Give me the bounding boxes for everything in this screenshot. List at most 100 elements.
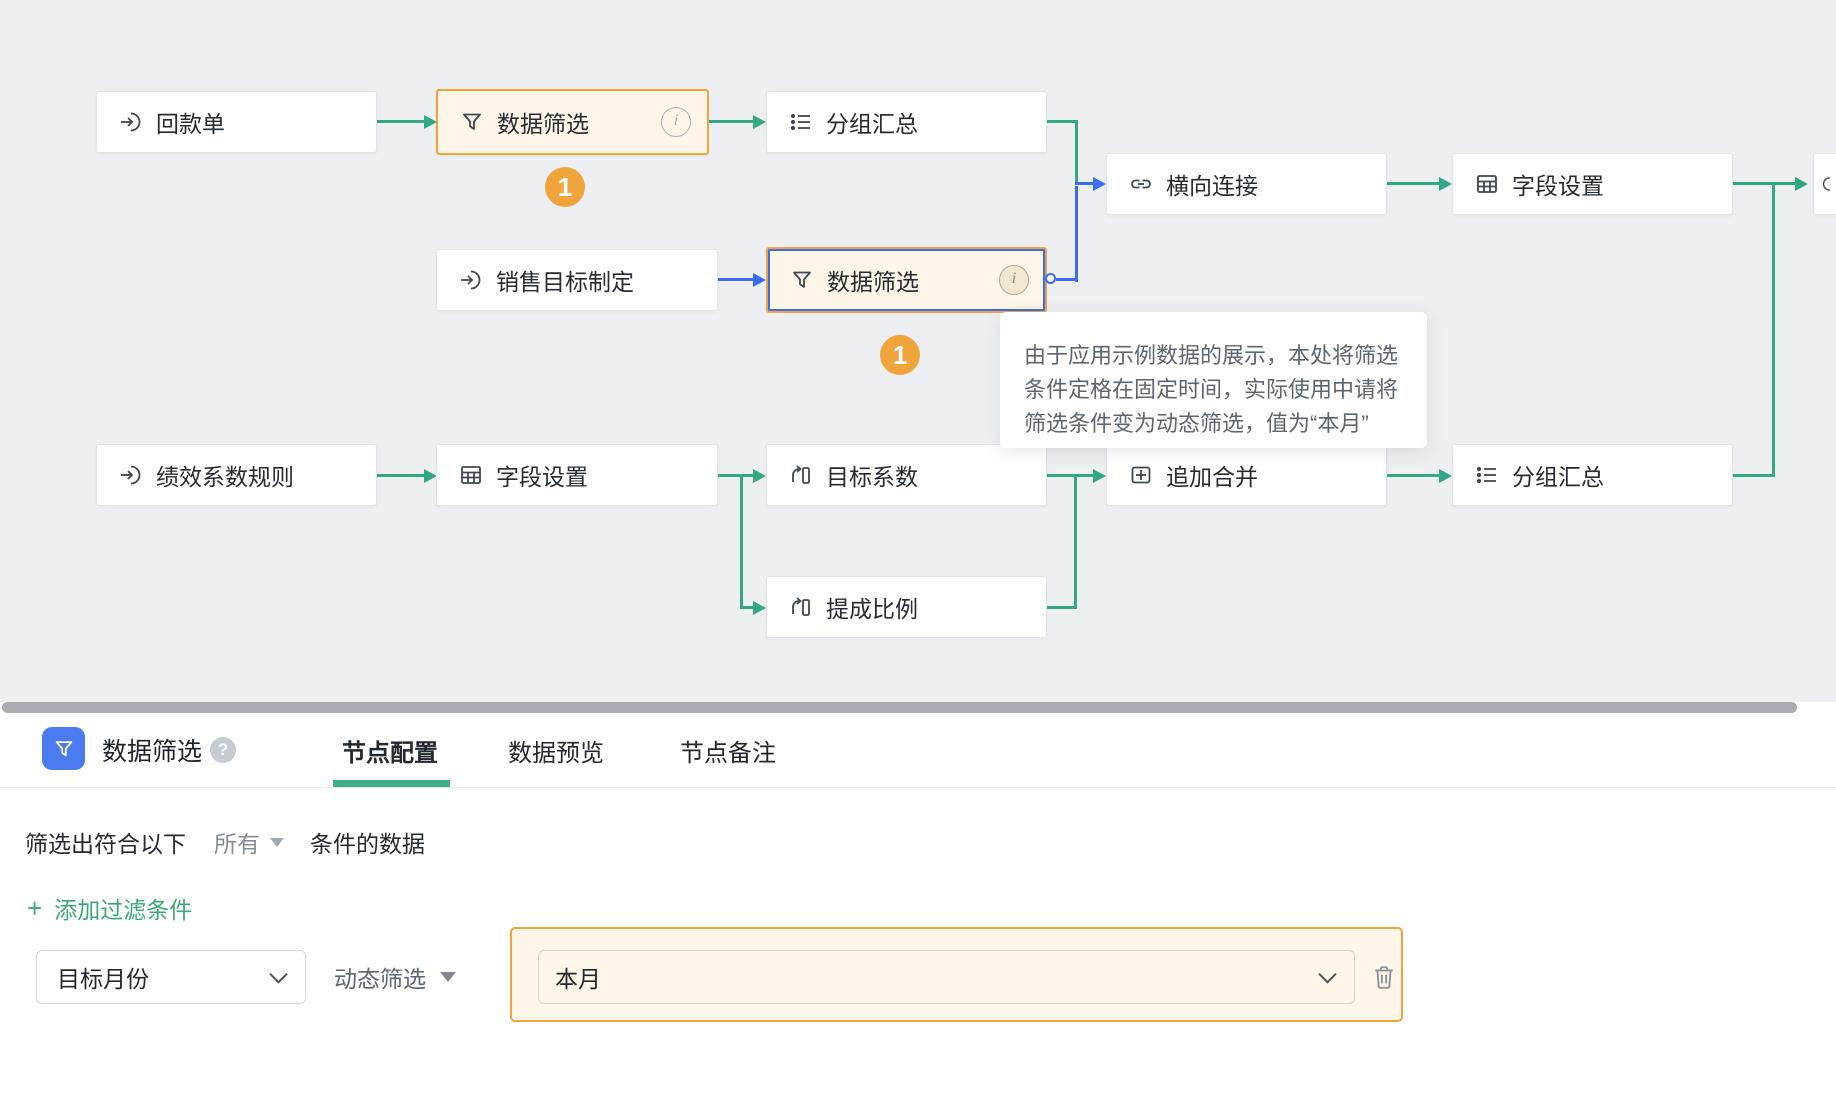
connector [1056, 278, 1076, 281]
connector [718, 474, 754, 477]
output-port[interactable] [1045, 273, 1056, 284]
add-filter-button[interactable]: + 添加过滤条件 [27, 891, 192, 925]
node-config-panel: 数据筛选 ? 节点配置 数据预览 节点备注 筛选出符合以下 所有 条件的数据 +… [0, 713, 1836, 1098]
node-tichengbili[interactable]: 提成比例 [766, 576, 1047, 638]
tab-node-notes[interactable]: 节点备注 [680, 739, 776, 767]
arrowhead [753, 469, 766, 483]
flow-canvas[interactable]: 回款单 数据筛选 i 分组汇总 [0, 0, 1836, 702]
node-mubiaoxishu[interactable]: 目标系数 [766, 444, 1047, 506]
arrowhead [1439, 177, 1452, 191]
arrowhead [753, 115, 766, 129]
connector [1074, 474, 1077, 608]
connector [1733, 474, 1775, 477]
partial-icon [1822, 177, 1830, 191]
link-icon [1129, 172, 1153, 196]
connector [1387, 474, 1440, 477]
node-label: 回款单 [156, 111, 225, 137]
chevron-down-icon [440, 972, 456, 982]
node-ziduanshezhi-1[interactable]: 字段设置 [1452, 153, 1733, 215]
arrowhead [1439, 469, 1452, 483]
match-mode-value: 所有 [214, 831, 260, 857]
list-icon [789, 110, 813, 134]
chevron-down-icon [269, 965, 288, 984]
node-partial-right[interactable] [1813, 153, 1836, 215]
chevron-down-icon [1318, 965, 1337, 984]
node-label: 提成比例 [826, 596, 918, 622]
table-icon [1475, 172, 1499, 196]
condition-suffix: 条件的数据 [310, 831, 425, 857]
arrowhead [1093, 177, 1106, 191]
node-label: 数据筛选 [827, 269, 919, 295]
field-select-value: 目标月份 [57, 966, 149, 992]
arrowhead [753, 273, 766, 287]
node-hengxianglianjie[interactable]: 横向连接 [1106, 153, 1387, 215]
input-icon [119, 110, 143, 134]
node-ziduanshezhi-2[interactable]: 字段设置 [436, 444, 718, 506]
info-icon[interactable]: i [999, 265, 1029, 295]
transform-icon [789, 595, 813, 619]
tab-node-config[interactable]: 节点配置 [342, 739, 438, 767]
condition-sentence: 筛选出符合以下 所有 条件的数据 [25, 825, 425, 859]
value-select-value: 本月 [555, 966, 601, 992]
step-badge-1b: 1 [880, 335, 920, 375]
filter-condition-row: 目标月份 动态筛选 本月 [0, 920, 1836, 1040]
merge-icon [1129, 463, 1153, 487]
connector [1075, 186, 1078, 282]
filter-tooltip: 由于应用示例数据的展示，本处将筛选 条件定格在固定时间，实际使用中请将 筛选条件… [1000, 312, 1427, 448]
field-select[interactable]: 目标月份 [36, 950, 306, 1004]
node-label: 分组汇总 [1512, 464, 1604, 490]
node-jixiaoxishuguize[interactable]: 绩效系数规则 [96, 444, 377, 506]
value-select[interactable]: 本月 [538, 950, 1355, 1004]
arrowhead [753, 601, 766, 615]
node-shujushaixuan-2[interactable]: 数据筛选 i [766, 247, 1047, 313]
tooltip-line: 条件定格在固定时间，实际使用中请将 [1024, 377, 1399, 402]
node-label: 分组汇总 [826, 111, 918, 137]
horizontal-scrollbar[interactable] [2, 702, 1797, 713]
arrowhead [1093, 469, 1106, 483]
active-tab-underline [333, 780, 450, 787]
info-icon[interactable]: i [661, 107, 691, 137]
connector [1047, 606, 1077, 609]
table-icon [459, 463, 483, 487]
node-fenzuhuizong-2[interactable]: 分组汇总 [1452, 444, 1733, 506]
step-badge-1: 1 [545, 167, 585, 207]
connector [1387, 182, 1440, 185]
connector [718, 278, 754, 281]
connector [1772, 182, 1775, 477]
connector [1047, 474, 1094, 477]
help-icon[interactable]: ? [210, 737, 236, 763]
tooltip-line: 由于应用示例数据的展示，本处将筛选 [1024, 343, 1399, 368]
match-mode-dropdown[interactable]: 所有 [214, 825, 284, 859]
connector [377, 474, 424, 477]
tab-data-preview[interactable]: 数据预览 [508, 739, 604, 767]
node-huikuandan[interactable]: 回款单 [96, 91, 377, 153]
delete-condition-button[interactable] [1371, 964, 1397, 990]
connector [709, 120, 754, 123]
connector [740, 474, 743, 608]
tooltip-line: 筛选条件变为动态筛选，值为“本月” [1024, 411, 1369, 436]
arrowhead [1795, 177, 1808, 191]
input-icon [119, 463, 143, 487]
input-icon [459, 268, 483, 292]
node-label: 字段设置 [1512, 173, 1604, 199]
condition-prefix: 筛选出符合以下 [25, 831, 186, 857]
node-label: 字段设置 [496, 464, 588, 490]
arrowhead [424, 115, 437, 129]
node-shujushaixuan-1[interactable]: 数据筛选 i [436, 89, 709, 155]
connector [1733, 182, 1796, 185]
dynamic-filter-dropdown[interactable]: 动态筛选 [334, 950, 456, 1004]
panel-header: 数据筛选 ? 节点配置 数据预览 节点备注 [0, 713, 1836, 788]
node-fenzuhuizong-1[interactable]: 分组汇总 [766, 91, 1047, 153]
connector [1075, 120, 1078, 182]
transform-icon [789, 463, 813, 487]
add-filter-label: 添加过滤条件 [54, 897, 193, 923]
plus-icon: + [27, 893, 43, 923]
node-zhuijiahebing[interactable]: 追加合并 [1106, 444, 1387, 506]
connector [1047, 120, 1078, 123]
node-xiaoshoumubiaozhiding[interactable]: 销售目标制定 [436, 249, 718, 311]
node-label: 目标系数 [826, 464, 918, 490]
chevron-down-icon [270, 837, 284, 847]
connector [1075, 182, 1094, 185]
dynamic-filter-label: 动态筛选 [334, 966, 426, 992]
connector [377, 120, 424, 123]
